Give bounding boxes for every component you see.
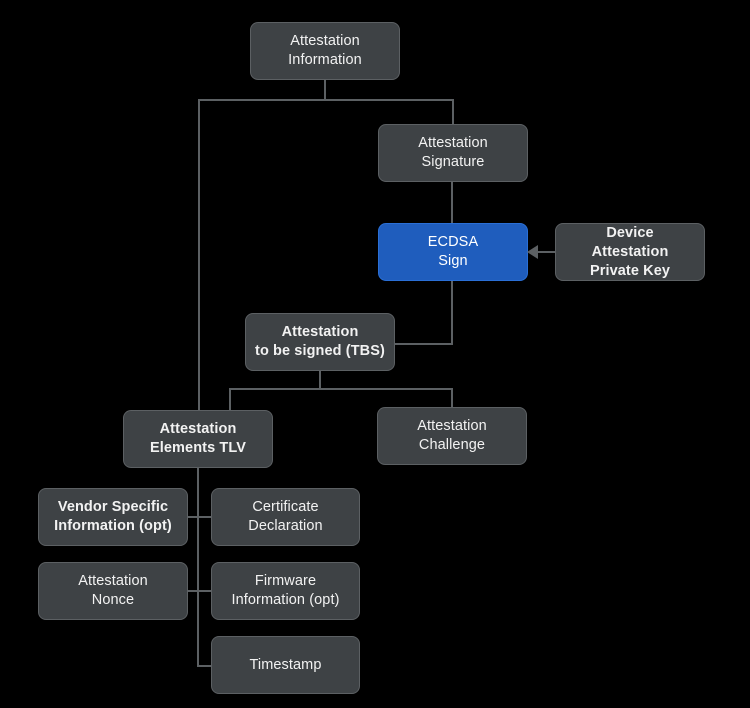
edge-info-bar	[198, 99, 454, 101]
node-certificate-declaration-label: Certificate Declaration	[248, 499, 323, 534]
edge-tbs-bar	[229, 388, 453, 390]
edge-privatekey-to-ecdsa	[538, 251, 556, 253]
node-attestation-tbs-label: Attestation to be signed (TBS)	[255, 324, 385, 359]
node-vendor-specific-information-label: Vendor Specific Information (opt)	[54, 499, 172, 534]
node-attestation-elements-tlv[interactable]: Attestation Elements TLV	[123, 410, 273, 468]
node-firmware-information-label: Firmware Information (opt)	[231, 573, 340, 608]
edge-tlv-spine	[197, 468, 199, 667]
edge-ecdsa-drop	[451, 281, 453, 345]
node-attestation-challenge-label: Attestation Challenge	[417, 418, 487, 453]
node-attestation-tbs[interactable]: Attestation to be signed (TBS)	[245, 313, 395, 371]
edge-info-stem	[324, 79, 326, 101]
node-timestamp-label: Timestamp	[249, 656, 322, 673]
node-firmware-information[interactable]: Firmware Information (opt)	[211, 562, 360, 620]
edge-tlv-stub-vendor	[187, 516, 199, 518]
arrowhead-ecdsa	[527, 245, 538, 259]
node-timestamp[interactable]: Timestamp	[211, 636, 360, 694]
node-attestation-nonce[interactable]: Attestation Nonce	[38, 562, 188, 620]
edge-tlv-stub-certdecl	[197, 516, 213, 518]
node-attestation-signature[interactable]: Attestation Signature	[378, 124, 528, 182]
node-attestation-information-label: Attestation Information	[288, 33, 362, 68]
node-device-attestation-private-key-label: Device Attestation Private Key	[589, 224, 671, 279]
edge-tlv-stub-timestamp	[197, 665, 213, 667]
edge-info-right-drop	[452, 99, 454, 126]
node-attestation-challenge[interactable]: Attestation Challenge	[377, 407, 527, 465]
edge-tbs-stem	[319, 371, 321, 390]
node-attestation-information[interactable]: Attestation Information	[250, 22, 400, 80]
edge-signature-to-ecdsa	[451, 181, 453, 223]
node-ecdsa-sign[interactable]: ECDSA Sign	[378, 223, 528, 281]
node-ecdsa-sign-label: ECDSA Sign	[427, 234, 479, 269]
node-attestation-nonce-label: Attestation Nonce	[78, 573, 148, 608]
node-device-attestation-private-key[interactable]: Device Attestation Private Key	[555, 223, 705, 281]
node-attestation-signature-label: Attestation Signature	[418, 135, 488, 170]
edge-tlv-stub-firmware	[197, 590, 213, 592]
node-certificate-declaration[interactable]: Certificate Declaration	[211, 488, 360, 546]
node-vendor-specific-information[interactable]: Vendor Specific Information (opt)	[38, 488, 188, 546]
edge-ecdsa-to-tbs	[394, 343, 453, 345]
edge-info-left-drop	[198, 99, 200, 412]
edge-tbs-left-drop	[229, 388, 231, 412]
edge-tlv-stub-nonce	[187, 590, 199, 592]
node-attestation-elements-tlv-label: Attestation Elements TLV	[149, 421, 246, 456]
edge-tbs-right-drop	[451, 388, 453, 409]
